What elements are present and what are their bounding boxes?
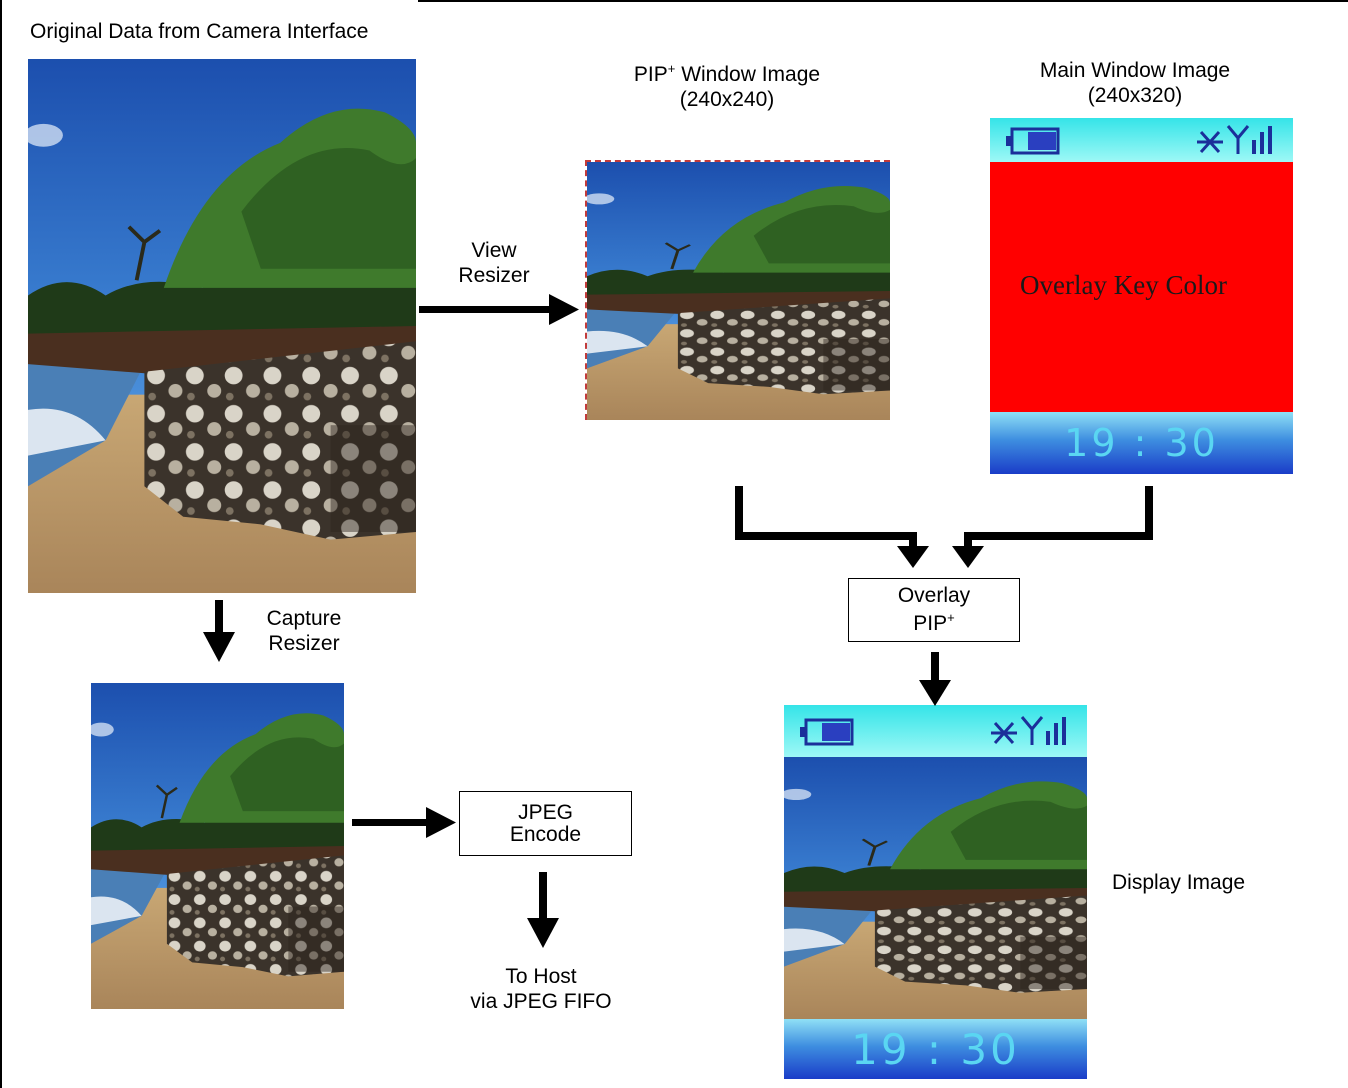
capture-resizer-line-2: Resizer (268, 632, 340, 655)
main-status-bar (990, 118, 1293, 162)
bluetooth-icon (991, 721, 1017, 745)
to-host-line-1: To Host (505, 965, 577, 988)
pip-label-sup: + (667, 61, 676, 76)
overlay-box-line-2: PIP (913, 612, 948, 635)
pip-connector-arrow-head (897, 546, 929, 568)
to-host-arrow-head (527, 918, 559, 948)
overlay-box-sup: + (947, 610, 955, 625)
main-connector-drop (964, 532, 972, 548)
jpeg-input-arrow-shaft (352, 819, 428, 826)
display-status-bar (784, 705, 1087, 757)
display-image-screen: 19 : 30 (784, 705, 1087, 1079)
original-data-label: Original Data from Camera Interface (30, 20, 369, 43)
main-window-label: Main Window Image (240x320) (1012, 58, 1258, 108)
display-clock-bar: 19 : 30 (784, 1019, 1087, 1079)
display-arrow-shaft (931, 652, 939, 682)
main-connector-vertical (1145, 486, 1153, 540)
pip-label-text: PIP (633, 63, 668, 86)
frame-left-border (0, 0, 2, 1088)
jpeg-input-arrow-head (426, 807, 456, 838)
battery-icon (1006, 127, 1060, 155)
pip-window-photo (585, 160, 890, 420)
overlay-key-text: Overlay Key Color (1020, 270, 1227, 300)
view-resizer-line-1: View (471, 239, 517, 262)
pip-connector-vertical (735, 486, 743, 540)
view-resizer-arrow-shaft (419, 306, 551, 313)
capture-arrow-head (203, 632, 235, 662)
pip-connector-horizontal (735, 532, 917, 540)
to-host-line-2: via JPEG FIFO (470, 990, 612, 1013)
capture-arrow-shaft (215, 600, 223, 634)
to-host-label: To Host via JPEG FIFO (436, 964, 646, 1014)
pip-window-label: PIP+ Window Image (240x240) (602, 56, 852, 112)
signal-icon (1020, 716, 1066, 745)
view-resizer-label: View Resizer (446, 238, 542, 288)
main-clock-bar: 19 : 30 (990, 412, 1293, 474)
overlay-box-line-1: Overlay (897, 584, 971, 607)
main-window-screen: Overlay Key Color 19 : 30 (990, 118, 1293, 474)
battery-icon (800, 718, 854, 746)
bluetooth-icon (1197, 130, 1223, 154)
display-image-label: Display Image (1112, 871, 1246, 894)
capture-resizer-label: Capture Resizer (256, 606, 352, 656)
main-clock-text: 19 : 30 (1064, 421, 1219, 465)
overlay-pip-box: Overlay PIP+ (848, 578, 1020, 642)
main-connector-horizontal (964, 532, 1153, 540)
to-host-arrow-shaft (539, 872, 547, 920)
signal-icon (1226, 125, 1272, 154)
pip-window-size: (240x240) (679, 88, 775, 111)
overlay-key-color-area: Overlay Key Color (990, 162, 1293, 412)
capture-resizer-line-1: Capture (266, 607, 342, 630)
jpeg-box-line-1: JPEG (518, 800, 573, 824)
main-window-title: Main Window Image (1039, 59, 1231, 82)
jpeg-box-line-2: Encode (509, 822, 582, 846)
main-window-size: (240x320) (1087, 84, 1183, 107)
view-resizer-arrow-head (549, 294, 579, 325)
frame-top-border (418, 0, 1348, 2)
pip-label-rest: Window Image (675, 63, 821, 86)
jpeg-encode-box: JPEG Encode (459, 791, 632, 856)
view-resizer-line-2: Resizer (458, 264, 530, 287)
display-arrow-head (919, 680, 951, 706)
main-connector-arrow-head (952, 546, 984, 568)
display-clock-text: 19 : 30 (851, 1024, 1020, 1074)
pip-connector-drop (909, 532, 917, 548)
